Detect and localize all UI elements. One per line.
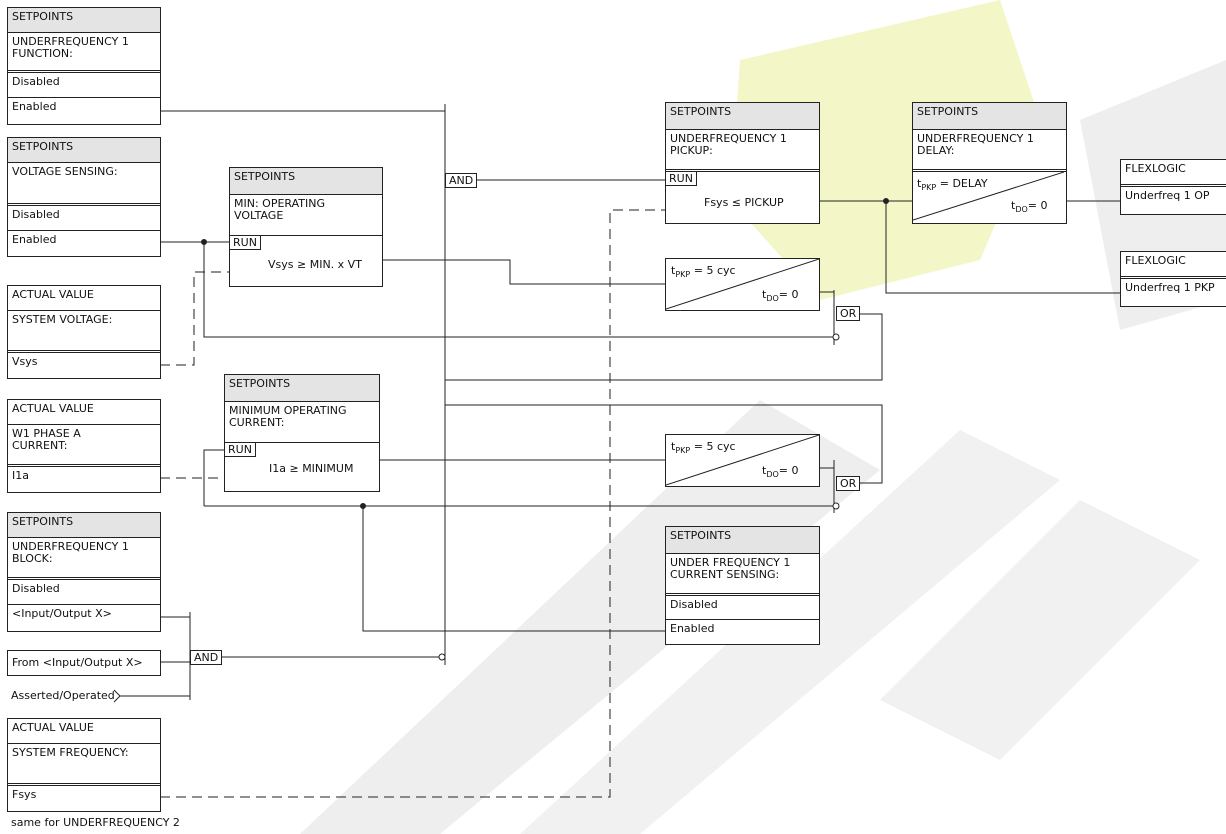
- flexlogic-pkp-box: FLEXLOGIC Underfreq 1 PKP: [1120, 251, 1226, 307]
- w1-phase-a-box: ACTUAL VALUE W1 PHASE A CURRENT: I1a: [7, 399, 161, 493]
- and-gate-top: AND: [445, 173, 478, 188]
- uf1-pickup-title: UNDERFREQUENCY 1 PICKUP:: [666, 130, 819, 172]
- timer2-box: tPKP = 5 cyc tDO= 0: [665, 434, 820, 487]
- or-gate-top: OR: [836, 306, 861, 321]
- flexlogic-pkp-header: FLEXLOGIC: [1121, 252, 1226, 279]
- uf1-delay-header: SETPOINTS: [913, 103, 1066, 130]
- system-voltage-header: ACTUAL VALUE: [8, 286, 160, 311]
- timer2-tpkp: tPKP = 5 cyc: [671, 440, 736, 456]
- uf1-delay-tpkp: tPKP = DELAY: [917, 177, 988, 193]
- timer1-tdo: tDO= 0: [762, 288, 799, 304]
- and-gate-bottom: AND: [190, 650, 223, 665]
- uf1-pickup-condition-text: Fsys ≤ PICKUP: [704, 196, 784, 209]
- uf1-block-header: SETPOINTS: [8, 513, 160, 538]
- min-voltage-condition: RUN Vsys ≥ MIN. x VT: [229, 235, 382, 284]
- w1-phase-a-value: I1a: [12, 469, 29, 482]
- voltage-sensing-enabled[interactable]: Enabled: [12, 233, 57, 246]
- current-sensing-disabled[interactable]: Disabled: [666, 596, 819, 620]
- current-sensing-title: UNDER FREQUENCY 1 CURRENT SENSING:: [666, 554, 819, 596]
- asserted-arrow-icon: [113, 689, 121, 703]
- min-voltage-condition-text: Vsys ≥ MIN. x VT: [268, 258, 362, 271]
- uf1-delay-title: UNDERFREQUENCY 1 DELAY:: [913, 130, 1066, 172]
- flexlogic-pkp-value: Underfreq 1 PKP: [1125, 281, 1215, 294]
- uf1-delay-tdo: tDO= 0: [1011, 199, 1048, 215]
- uf1-block-disabled[interactable]: Disabled: [8, 580, 160, 605]
- min-current-condition: RUN I1a ≥ MINIMUM: [224, 442, 379, 489]
- timer1-diagonal: [666, 259, 819, 310]
- voltage-sensing-header: SETPOINTS: [8, 138, 160, 163]
- timer1-tpkp: tPKP = 5 cyc: [671, 264, 736, 280]
- min-current-condition-text: I1a ≥ MINIMUM: [269, 462, 354, 475]
- uf1-pickup-condition: RUN Fsys ≤ PICKUP: [665, 171, 819, 221]
- wire-pkp-flex: [885, 201, 1120, 294]
- min-voltage-box: SETPOINTS MIN: OPERATING VOLTAGE RUN Vsy…: [229, 167, 383, 287]
- uf1-block-title: UNDERFREQUENCY 1 BLOCK:: [8, 538, 160, 580]
- uf1-pickup-box: SETPOINTS UNDERFREQUENCY 1 PICKUP: RUN F…: [665, 102, 820, 224]
- system-voltage-value: Vsys: [12, 355, 38, 368]
- flexlogic-op-box: FLEXLOGIC Underfreq 1 OP: [1120, 159, 1226, 215]
- uf1-pickup-header: SETPOINTS: [666, 103, 819, 130]
- uf1-function-title: UNDERFREQUENCY 1 FUNCTION:: [8, 33, 160, 73]
- timer1-box: tPKP = 5 cyc tDO= 0: [665, 258, 820, 311]
- system-frequency-header: ACTUAL VALUE: [8, 719, 160, 744]
- uf1-delay-diagonal: [913, 172, 1064, 221]
- min-current-title: MINIMUM OPERATING CURRENT:: [225, 402, 379, 443]
- from-io-label: From <Input/Output X>: [12, 656, 143, 669]
- timer2-diagonal: [666, 435, 819, 486]
- uf1-delay-timer: tPKP = DELAY tDO= 0: [913, 172, 1066, 221]
- min-voltage-header: SETPOINTS: [230, 168, 382, 195]
- wire-vsens-or: [203, 242, 834, 338]
- voltage-sensing-disabled[interactable]: Disabled: [8, 206, 160, 231]
- footer-note: same for UNDERFREQUENCY 2: [11, 816, 180, 829]
- min-current-box: SETPOINTS MINIMUM OPERATING CURRENT: RUN…: [224, 374, 380, 492]
- asserted-label: Asserted/Operated: [11, 689, 115, 702]
- min-voltage-title: MIN: OPERATING VOLTAGE: [230, 195, 382, 236]
- or-gate-bottom: OR: [836, 476, 861, 491]
- system-frequency-title: SYSTEM FREQUENCY:: [8, 744, 160, 786]
- uf1-function-disabled[interactable]: Disabled: [8, 73, 160, 98]
- uf1-function-header: SETPOINTS: [8, 8, 160, 33]
- min-current-header: SETPOINTS: [225, 375, 379, 402]
- system-voltage-box: ACTUAL VALUE SYSTEM VOLTAGE: Vsys: [7, 285, 161, 379]
- uf1-block-io[interactable]: <Input/Output X>: [12, 607, 112, 620]
- dash-vsys: [160, 271, 230, 366]
- system-frequency-box: ACTUAL VALUE SYSTEM FREQUENCY: Fsys: [7, 718, 161, 812]
- timer2-tdo: tDO= 0: [762, 464, 799, 480]
- system-voltage-title: SYSTEM VOLTAGE:: [8, 311, 160, 353]
- voltage-sensing-box: SETPOINTS VOLTAGE SENSING: Disabled Enab…: [7, 137, 161, 257]
- uf1-function-enabled[interactable]: Enabled: [12, 100, 57, 113]
- min-voltage-run-tag: RUN: [229, 235, 261, 250]
- from-io-box: From <Input/Output X>: [7, 650, 161, 676]
- uf1-block-box: SETPOINTS UNDERFREQUENCY 1 BLOCK: Disabl…: [7, 512, 161, 632]
- wire-bus-or-bottom: [445, 404, 883, 484]
- system-frequency-value: Fsys: [12, 788, 37, 801]
- flexlogic-op-value: Underfreq 1 OP: [1125, 189, 1210, 202]
- wire-current-enabled: [362, 506, 665, 632]
- w1-phase-a-title: W1 PHASE A CURRENT:: [8, 425, 160, 467]
- w1-phase-a-header: ACTUAL VALUE: [8, 400, 160, 425]
- current-sensing-header: SETPOINTS: [666, 527, 819, 554]
- uf1-pickup-run-tag: RUN: [665, 171, 697, 186]
- uf1-delay-box: SETPOINTS UNDERFREQUENCY 1 DELAY: tPKP =…: [912, 102, 1067, 224]
- wire-or-top: [445, 313, 883, 381]
- voltage-sensing-title: VOLTAGE SENSING:: [8, 163, 160, 206]
- wire-vsys-timer: [380, 259, 665, 285]
- dash-fsys: [160, 209, 665, 798]
- uf1-function-box: SETPOINTS UNDERFREQUENCY 1 FUNCTION: Dis…: [7, 7, 161, 125]
- flexlogic-op-header: FLEXLOGIC: [1121, 160, 1226, 187]
- current-sensing-enabled[interactable]: Enabled: [670, 622, 715, 635]
- min-current-run-tag: RUN: [224, 442, 256, 457]
- current-sensing-box: SETPOINTS UNDER FREQUENCY 1 CURRENT SENS…: [665, 526, 820, 645]
